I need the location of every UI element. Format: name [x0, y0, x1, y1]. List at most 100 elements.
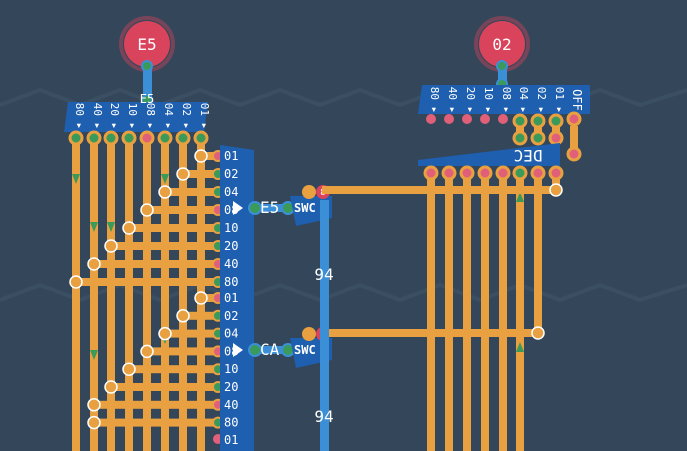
- wire-junction[interactable]: [140, 203, 154, 217]
- left-bit-header: 04 ▸: [162, 103, 175, 130]
- right-bit-header: 20 ▸: [464, 87, 477, 114]
- left-bit-wire[interactable]: [179, 134, 187, 451]
- left-bit-header: 40 ▸: [91, 103, 104, 130]
- left-bit-pin[interactable]: [139, 130, 155, 146]
- left-bit-pin[interactable]: [86, 130, 102, 146]
- input-node-e5[interactable]: E5: [119, 16, 175, 72]
- wire-junction[interactable]: [87, 257, 101, 271]
- wire-junction[interactable]: [69, 275, 83, 289]
- left-bit-pin[interactable]: [121, 130, 137, 146]
- bus-tap[interactable]: [441, 165, 457, 181]
- signal-arrow-icon: [72, 174, 80, 184]
- mapping-wire[interactable]: [201, 152, 220, 160]
- right-bus-wire[interactable]: [516, 172, 524, 451]
- mapping-wire[interactable]: [129, 365, 220, 374]
- right-bus-wire[interactable]: [445, 172, 453, 451]
- wire-junction[interactable]: [194, 149, 208, 163]
- output-bit-label: 04: [224, 327, 238, 341]
- right-off-label: OFF: [570, 89, 584, 111]
- right-bit-header: 04 ▸: [517, 87, 530, 114]
- mapping-wire[interactable]: [94, 400, 220, 409]
- bus-tap[interactable]: [530, 165, 546, 181]
- wire-junction[interactable]: [122, 362, 136, 376]
- wire-junction[interactable]: [158, 185, 172, 199]
- blue-trunk-wire[interactable]: [320, 200, 329, 451]
- left-bit-headers: 80 ▸40 ▸20 ▸10 ▸08 ▸04 ▸02 ▸01 ▸: [73, 103, 211, 130]
- left-bit-pin[interactable]: [103, 130, 119, 146]
- wire-junction[interactable]: [194, 291, 208, 305]
- left-bit-wire[interactable]: [72, 134, 80, 451]
- wire-junction[interactable]: [87, 398, 101, 412]
- wire-junction[interactable]: [122, 221, 136, 235]
- right-bus-wires[interactable]: [427, 172, 560, 451]
- left-bit-wire[interactable]: [107, 134, 115, 451]
- wire-junction[interactable]: [87, 415, 101, 430]
- right-bit-header: 40 ▸: [446, 87, 459, 114]
- switch-2-value: 94: [314, 407, 333, 426]
- left-bit-wire[interactable]: [161, 134, 169, 451]
- right-bus-wire[interactable]: [427, 172, 435, 451]
- output-bit-label: 80: [224, 275, 238, 289]
- right-bus-wire[interactable]: [481, 172, 489, 451]
- input-node-02[interactable]: 02: [474, 16, 530, 72]
- wire-junction[interactable]: [176, 167, 190, 181]
- left-splitter-chip[interactable]: E5 80 ▸40 ▸20 ▸10 ▸08 ▸04 ▸02 ▸01 ▸: [64, 92, 211, 132]
- bus-tap[interactable]: [512, 165, 528, 181]
- mapping-wire[interactable]: [147, 206, 220, 214]
- signal-arrow-icon: [107, 222, 115, 232]
- output-bit-label: 04: [224, 185, 238, 199]
- wire-junction[interactable]: [104, 380, 118, 394]
- mapping-wire[interactable]: [165, 329, 220, 338]
- right-bus-taps[interactable]: [423, 165, 564, 181]
- input-node-02-body[interactable]: [479, 21, 525, 67]
- bus-tap[interactable]: [548, 165, 564, 181]
- mapping-wire[interactable]: [76, 278, 220, 286]
- right-bus-wire[interactable]: [534, 172, 542, 337]
- mapping-wire[interactable]: [165, 188, 220, 196]
- wire-junction[interactable]: [176, 309, 190, 323]
- input-node-e5-body[interactable]: [124, 21, 170, 67]
- wire-junction[interactable]: [140, 344, 154, 359]
- left-bit-header: 08 ▸: [144, 103, 157, 130]
- right-chip-pins[interactable]: [426, 111, 582, 162]
- signal-arrow-icon: [516, 192, 524, 202]
- bus-tap[interactable]: [495, 165, 511, 181]
- left-bit-pin[interactable]: [68, 130, 84, 146]
- left-bit-pin[interactable]: [175, 130, 191, 146]
- bus-tap[interactable]: [423, 165, 439, 181]
- mapping-wire[interactable]: [94, 418, 220, 427]
- mapping-wire[interactable]: [111, 383, 220, 391]
- left-bit-header: 01 ▸: [198, 103, 211, 130]
- bus-tap[interactable]: [477, 165, 493, 181]
- right-bus-wire[interactable]: [499, 172, 507, 451]
- wire-junction[interactable]: [104, 239, 118, 253]
- decoder-block[interactable]: DEC: [418, 143, 560, 166]
- switch-1-value: 94: [314, 265, 333, 284]
- left-bit-wire[interactable]: [90, 134, 98, 451]
- mapping-wire[interactable]: [201, 294, 220, 302]
- mapping-wire[interactable]: [129, 224, 220, 232]
- signal-arrow-icon: [90, 222, 98, 232]
- left-bit-wire[interactable]: [125, 134, 133, 451]
- mapping-wire[interactable]: [183, 170, 220, 178]
- output-bit-label: 40: [224, 257, 238, 271]
- signal-arrow-icon: [516, 342, 524, 352]
- mapping-wire[interactable]: [111, 242, 220, 250]
- left-bit-pin[interactable]: [157, 130, 173, 146]
- left-bit-wire[interactable]: [143, 134, 151, 451]
- right-bus-wire[interactable]: [463, 172, 471, 451]
- right-splitter-chip[interactable]: 80 ▸40 ▸20 ▸10 ▸08 ▸04 ▸02 ▸01 ▸ OFF: [418, 85, 590, 114]
- left-bit-pin[interactable]: [193, 130, 209, 146]
- right-feed-wires[interactable]: [322, 183, 563, 340]
- bus-tap[interactable]: [459, 165, 475, 181]
- mapping-wire[interactable]: [183, 311, 220, 320]
- wire-junction[interactable]: [158, 326, 172, 341]
- mapping-wire[interactable]: [147, 347, 220, 356]
- left-bus-label: E5: [140, 92, 154, 106]
- output-bit-label: 10: [224, 362, 238, 376]
- output-bit-label: 10: [224, 221, 238, 235]
- right-bus-wire[interactable]: [552, 172, 560, 194]
- mapping-wire[interactable]: [94, 260, 220, 268]
